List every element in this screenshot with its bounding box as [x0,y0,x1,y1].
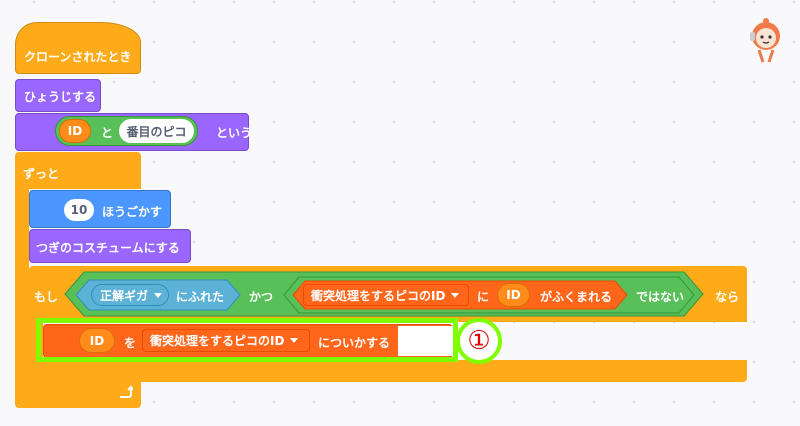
show-label: ひょうじする [24,90,97,104]
hat-label: クローンされたとき [24,50,132,64]
forever-label: ずっと [23,167,60,181]
contains-label: がふくまれる [540,290,613,304]
chevron-down-icon [154,292,163,298]
add-block-end [398,326,453,356]
say-label: という [216,126,253,140]
chevron-down-icon [290,338,299,343]
next-costume-label: つぎのコスチュームにする [36,241,180,255]
id-variable-reporter[interactable]: ID [59,119,91,143]
forever-arm [15,185,29,380]
annotation-marker-label: ① [467,326,491,356]
touching-target-dropdown[interactable]: 正解ギガ [91,284,169,306]
list-dropdown[interactable]: 衝突処理をするピコのID [303,284,469,306]
forever-block[interactable]: ずっと [15,152,141,189]
then-label: なら [715,290,740,304]
add-joiner-label: を [124,336,137,350]
not-label: ではない [636,290,685,304]
add-list-name-label: 衝突処理をするピコのID [150,334,285,348]
steps-input[interactable]: 10 [64,199,94,221]
list-name-label: 衝突処理をするピコのID [311,288,446,303]
contains-id-reporter[interactable]: ID [497,283,530,307]
move-steps-block[interactable]: 10 ほうごかす [29,190,171,228]
contains-prefix-label: に [477,290,490,304]
add-list-dropdown[interactable]: 衝突処理をするピコのID [142,329,310,352]
move-label: ほうごかす [102,205,163,219]
if-label: もし [34,290,59,304]
if-bottom [29,360,747,382]
pico-mascot-icon [745,14,785,68]
loop-arrow-icon [120,385,133,398]
forever-bottom [15,378,141,408]
annotation-marker: ① [456,318,502,364]
show-block[interactable]: ひょうじする [15,79,101,112]
highlight-frame [36,318,458,362]
chevron-down-icon [451,292,460,298]
touching-target-label: 正解ギガ [100,288,149,303]
and-label: かつ [249,290,274,304]
next-costume-block[interactable]: つぎのコスチュームにする [29,229,191,263]
add-id-reporter[interactable]: ID [79,328,115,353]
touching-label: にふれた [176,290,225,304]
join-label: と [101,126,114,140]
join-text-input[interactable]: 番目のピコ [119,119,194,143]
when-cloned-hat-block[interactable]: クローンされたとき [15,22,141,74]
add-suffix-label: についかする [318,336,391,350]
